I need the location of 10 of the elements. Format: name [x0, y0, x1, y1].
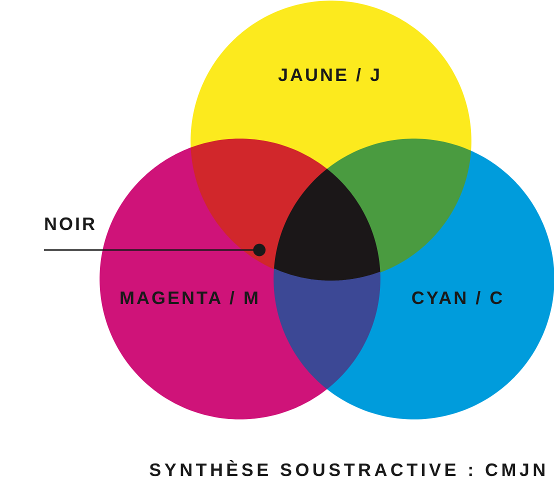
circle-label: MAGENTA / M [120, 288, 260, 308]
callout-label: NOIR [44, 214, 97, 234]
center-overlap-region [274, 168, 380, 282]
caption: SYNTHÈSE SOUSTRACTIVE : CMJN [149, 460, 549, 480]
overlap-region [326, 138, 472, 273]
circle-label: CYAN / C [411, 288, 505, 308]
overlap-region [190, 138, 328, 270]
circle-label: JAUNE / J [278, 65, 382, 85]
overlap-region [274, 268, 380, 390]
leader-line [44, 244, 266, 256]
